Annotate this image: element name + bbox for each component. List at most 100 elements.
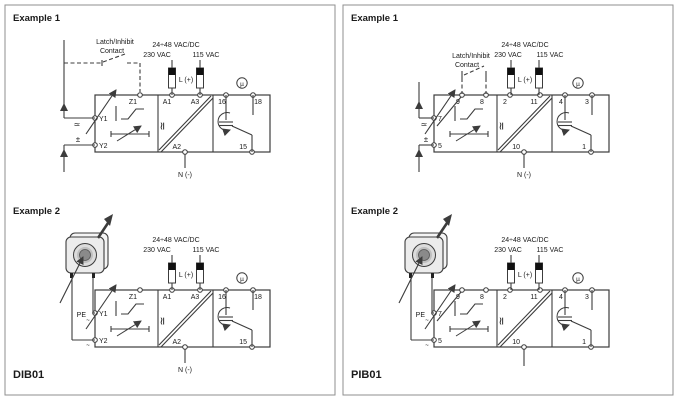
terminal-label: A2 xyxy=(172,144,181,151)
supply-115-label: 115 VAC xyxy=(537,247,564,254)
pe-label: PE xyxy=(77,312,87,319)
supply-range-label: 24÷48 VAC/DC xyxy=(152,42,199,49)
panel-border xyxy=(4,4,336,396)
terminal-label: A1 xyxy=(163,294,172,301)
adjust-arrow-icon xyxy=(424,89,456,135)
line-plus-label: L (+) xyxy=(179,77,193,84)
example2-title: Example 2 xyxy=(351,206,398,217)
terminal-label: Z1 xyxy=(129,294,137,301)
supply-115-label: 115 VAC xyxy=(193,52,220,59)
ac-tilde: ~ xyxy=(425,343,429,349)
terminal xyxy=(459,287,465,293)
terminal-label: 5 xyxy=(438,338,442,345)
terminal xyxy=(507,287,513,293)
terminal-label: 7 xyxy=(438,311,442,318)
fuse-icon xyxy=(168,67,176,89)
proximity-sensor-icon xyxy=(404,232,448,278)
terminal-label: 18 xyxy=(254,294,262,301)
fuse-icon xyxy=(507,262,515,284)
terminal xyxy=(483,287,489,293)
terminal-label: 10 xyxy=(512,144,520,151)
latch-inhibit-contact xyxy=(64,53,141,92)
terminal-label: 15 xyxy=(239,144,247,151)
model-label-dib01: DIB01 xyxy=(13,369,44,381)
plus-minus-symbol: ± xyxy=(424,135,429,144)
terminal-label: 5 xyxy=(438,143,442,150)
terminal-label: 4 xyxy=(559,294,563,301)
supply-230-label: 230 VAC xyxy=(494,52,522,59)
terminal xyxy=(507,92,513,98)
supply-range-label: 24÷48 VAC/DC xyxy=(152,237,199,244)
fuse-icon xyxy=(535,262,543,284)
relay-contact-icon xyxy=(556,290,593,347)
plus-minus-symbol: ± xyxy=(76,135,81,144)
supply-range-label: 24÷48 VAC/DC xyxy=(501,42,548,49)
example1-title: Example 1 xyxy=(351,13,399,24)
latch-label: Contact xyxy=(455,62,479,69)
terminal-label: A1 xyxy=(163,99,172,106)
signal-threshold-icons xyxy=(110,106,150,142)
dc-symbol: ≃ xyxy=(74,120,81,129)
fuse-icon xyxy=(196,262,204,284)
terminal-label: 10 xyxy=(512,339,520,346)
example1-title: Example 1 xyxy=(13,13,61,24)
example2-title: Example 2 xyxy=(13,206,60,217)
terminal xyxy=(137,92,143,98)
terminal-label: 18 xyxy=(254,99,262,106)
micro-symbol-icon: µ xyxy=(572,77,584,89)
terminal-label: 7 xyxy=(438,116,442,123)
supply-230-label: 230 VAC xyxy=(143,52,171,59)
micro-symbol-icon: µ xyxy=(236,272,248,284)
neutral-label: N (-) xyxy=(517,172,531,179)
terminal xyxy=(137,287,143,293)
relay-contact-icon xyxy=(217,290,254,347)
terminal-label: 1 xyxy=(582,339,586,346)
ac-dc-symbol: ≃ xyxy=(496,121,508,130)
adjust-arrow-icon xyxy=(85,284,117,330)
actuation-arrow-icon xyxy=(96,214,113,239)
ac-dc-symbol: ≃ xyxy=(496,316,508,325)
signal-threshold-icons xyxy=(110,301,150,337)
terminal-label: 16 xyxy=(218,99,226,106)
terminal-label: A3 xyxy=(191,294,200,301)
ac-dc-symbol: ≃ xyxy=(157,316,169,325)
terminal-label: Z1 xyxy=(129,99,137,106)
dc-symbol: ≃ xyxy=(421,120,428,129)
terminal-label: 2 xyxy=(503,294,507,301)
terminal-label: 9 xyxy=(456,99,460,106)
fuse-icon xyxy=(196,67,204,89)
relay-contact-icon xyxy=(217,95,254,152)
terminal-label: 11 xyxy=(530,294,537,301)
adjust-arrow-icon xyxy=(85,89,117,135)
terminal-label: Y1 xyxy=(99,116,108,123)
terminal xyxy=(537,92,543,98)
signal-threshold-icons xyxy=(449,301,489,337)
terminal xyxy=(537,287,543,293)
neutral-label: N (-) xyxy=(178,172,192,179)
relay-contact-icon xyxy=(556,95,593,152)
terminal-label: 15 xyxy=(239,339,247,346)
fuse-icon xyxy=(535,67,543,89)
proximity-sensor-icon xyxy=(65,232,109,278)
terminal-label: 4 xyxy=(559,99,563,106)
terminal-label: 3 xyxy=(585,294,589,301)
supply-230-label: 230 VAC xyxy=(143,247,171,254)
ac-dc-symbol: ≃ xyxy=(157,121,169,130)
neutral-label: N (-) xyxy=(178,367,192,374)
latch-label: Latch/Inhibit xyxy=(96,39,134,46)
supply-230-label: 230 VAC xyxy=(494,247,522,254)
signal-threshold-icons xyxy=(449,106,489,142)
micro-label: µ xyxy=(576,81,580,88)
panel-border xyxy=(342,4,674,396)
supply-115-label: 115 VAC xyxy=(537,52,564,59)
terminal-label: A3 xyxy=(191,99,200,106)
terminal-label: 8 xyxy=(480,99,484,106)
terminal xyxy=(521,149,527,155)
